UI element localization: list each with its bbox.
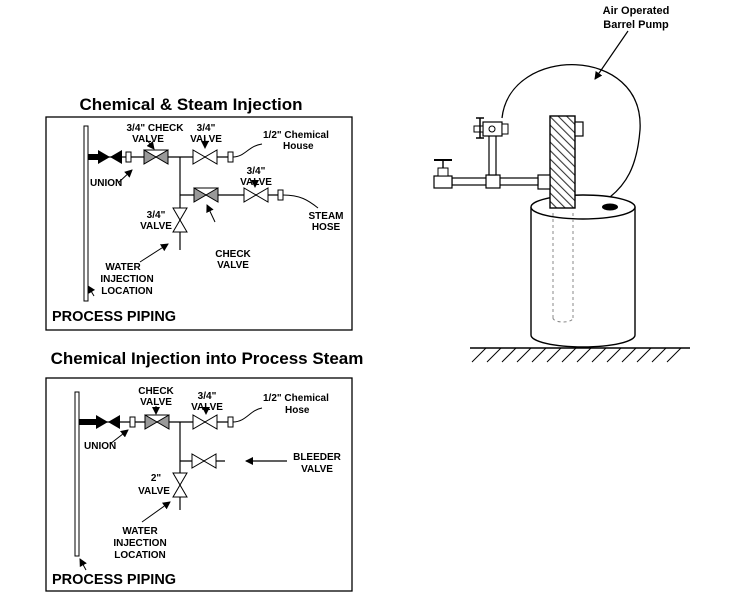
panel1-check-valve [143,149,169,165]
panel1-title: Chemical & Steam Injection [80,95,303,114]
panel1-union [125,151,132,163]
panel1-valve-b [172,207,188,233]
pump-label-line2: Barrel Pump [603,19,669,31]
pump-outlet [537,174,551,190]
p1-process-piping: PROCESS PIPING [52,309,176,325]
lower-valve [433,175,453,189]
panel2-valve-b [172,472,188,498]
p2-chem-hose-l2: Hose [285,405,310,416]
ground-hatching [471,347,682,363]
p2-process-piping: PROCESS PIPING [52,572,176,588]
chemical-steam-injection-panel: Chemical & Steam Injection [45,95,353,331]
p1-steam-hose-l2: HOSE [312,222,341,233]
pump-air-fitting [574,121,584,137]
p2-valve-a-l1: 3/4" [198,391,217,402]
panel1-gate-valve [98,150,122,164]
panel2-bleeder-valve [191,453,217,469]
panel2-frame [45,377,353,592]
barrel-top [530,194,636,220]
p2-valve-b-l2: VALVE [138,486,170,497]
p2-union: UNION [84,441,116,452]
p2-chem-hose-l1: 1/2" Chemical [263,393,329,404]
panel1-check-valve-2 [193,187,219,203]
panel2-check-valve [144,414,170,430]
panel1-steam-hose [282,194,319,209]
air-hose [501,64,641,198]
p2-valve-a-l2: VALVE [191,402,223,413]
p1-check-valve2-l1: CHECK [215,249,251,260]
p1-chem-house-l2: House [283,141,314,152]
p2-water-l2: INJECTION [113,538,166,549]
p1-chem-house-l1: 1/2" Chemical [263,130,329,141]
pipe-tee [485,174,501,189]
panel2-gate-valve [96,415,120,429]
panel1-frame [45,116,353,331]
p1-check-valve-l1: 3/4" CHECK [127,123,185,134]
panel1-chemical-hose [232,143,263,158]
panel2-process-pipe [74,391,80,557]
p1-water-l2: INJECTION [100,274,153,285]
p1-valve-c-l2: VALVE [240,177,272,188]
panel1-valve-c [243,187,269,203]
pump-label-line1: Air Operated [603,5,670,17]
panel2-valve-a [192,414,218,430]
p1-union: UNION [90,178,122,189]
p1-valve-c-l1: 3/4" [247,166,266,177]
chemical-injection-process-steam-panel: Chemical Injection into Process Steam CH… [45,349,364,592]
p2-bleeder-l1: BLEEDER [293,452,342,463]
p1-valve-a-l2: VALVE [190,134,222,145]
p1-valve-a-l1: 3/4" [197,123,216,134]
p2-bleeder-l2: VALVE [301,464,333,475]
panel1-process-pipe [83,125,89,302]
p2-check-valve-l2: VALVE [140,397,172,408]
p2-water-l1: WATER [122,526,158,537]
panel2-chemical-hose [232,407,263,423]
p1-water-l3: LOCATION [101,286,152,297]
barrel-bung [602,203,618,211]
panel2-union [129,416,136,428]
p1-water-l1: WATER [105,262,141,273]
p1-steam-hose-l1: STEAM [309,211,344,222]
p2-valve-b-l1: 2" [151,473,162,484]
p1-check-valve2-l2: VALVE [217,260,249,271]
panel2-title: Chemical Injection into Process Steam [51,349,364,368]
p2-check-valve-l1: CHECK [138,386,174,397]
p1-valve-b-l1: 3/4" [147,210,166,221]
p2-water-l3: LOCATION [114,550,165,561]
riser-pipe [488,134,497,176]
dip-tube [552,213,574,323]
pump-label-arrow [594,30,629,80]
panel1-valve-a [192,149,218,165]
barrel-body [530,207,636,348]
barrel-pump-illustration: Air Operated Barrel Pump [433,5,690,363]
pump-body [549,115,576,209]
p1-check-valve-l2: VALVE [132,134,164,145]
p1-valve-b-l2: VALVE [140,221,172,232]
